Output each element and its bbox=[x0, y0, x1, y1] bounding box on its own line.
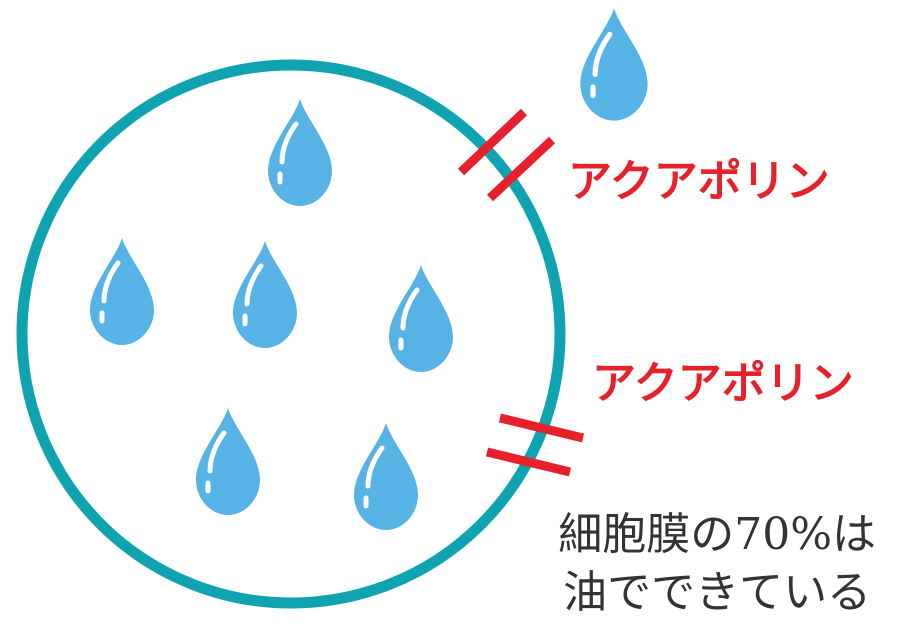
cell-membrane bbox=[16, 59, 566, 609]
water-drop-icon bbox=[233, 241, 297, 348]
water-drop-icon bbox=[268, 99, 332, 206]
water-drop-icon bbox=[580, 8, 647, 120]
aquaporin-channel-bottom bbox=[485, 413, 585, 477]
membrane-note: 細胞膜の70%は 油でできている bbox=[558, 506, 876, 622]
aquaporin-channel-top bbox=[457, 108, 556, 202]
membrane-note-line-2: 油でできている bbox=[563, 567, 872, 618]
aquaporin-label-top: アクアポリン bbox=[568, 156, 830, 207]
aquaporin-label-bottom: アクアポリン bbox=[592, 358, 854, 409]
water-drop-icon bbox=[389, 265, 453, 372]
water-drop-icon bbox=[90, 238, 154, 345]
water-drop-icon bbox=[196, 408, 260, 515]
membrane-note-line-1: 細胞膜の70%は bbox=[558, 509, 876, 560]
water-drop-icon bbox=[354, 423, 418, 530]
